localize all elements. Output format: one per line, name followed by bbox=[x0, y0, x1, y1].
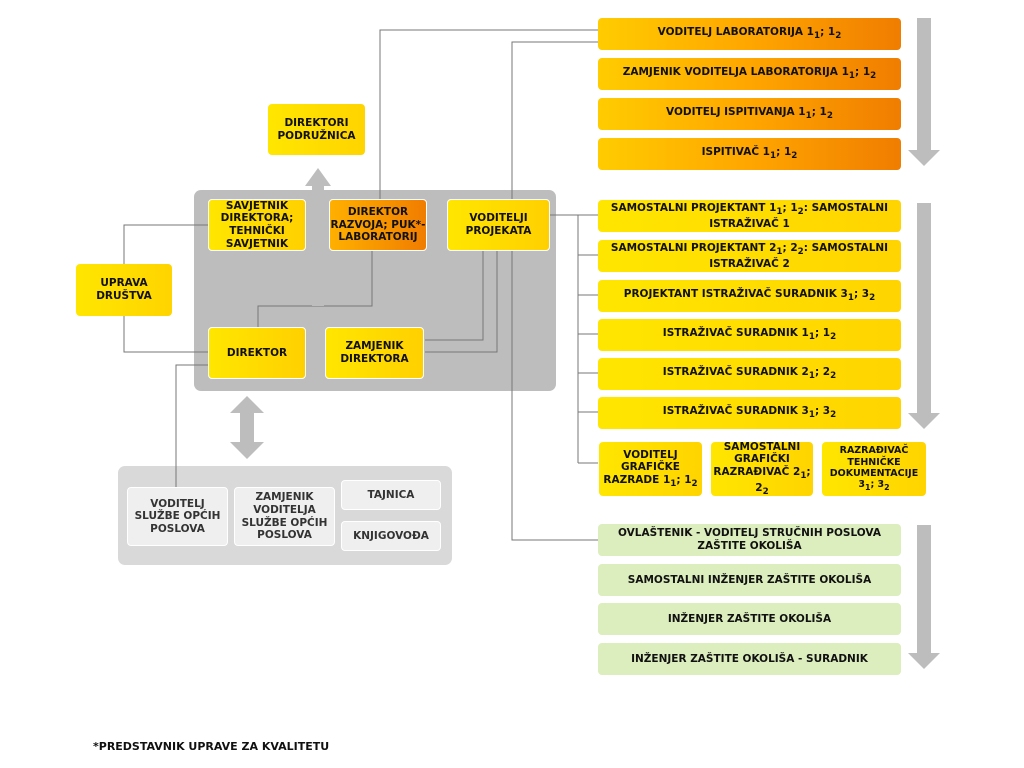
env-role-row: INŽENJER ZAŠTITE OKOLIŠA bbox=[598, 603, 901, 635]
project-role-mid: ; 1 bbox=[814, 327, 831, 340]
subscript: 1 bbox=[776, 247, 783, 257]
env-role-row: INŽENJER ZAŠTITE OKOLIŠA - SURADNIK bbox=[598, 643, 901, 675]
graphic-role-line: RAZRADE 1 bbox=[603, 473, 671, 486]
project-role-mid: ; 3 bbox=[853, 288, 870, 301]
lab-role-mid: ; 1 bbox=[855, 66, 871, 79]
lab-role-mid: ; 1 bbox=[820, 26, 836, 39]
project-role-mid: ; 2 bbox=[782, 241, 798, 254]
voditelji-projekata-box: VODITELJI PROJEKATA bbox=[447, 199, 550, 251]
graphic-role-mid: ; 3 bbox=[870, 479, 885, 491]
graphic-role-line: SAMOSTALNI bbox=[723, 440, 801, 453]
direktor-box: DIREKTOR bbox=[208, 327, 306, 379]
project-role-tail: : SAMOSTALNI ISTRAŽIVAČ 2 bbox=[709, 241, 889, 270]
subscript: 1 bbox=[808, 410, 815, 421]
subscript: 2 bbox=[762, 486, 769, 497]
subscript: 2 bbox=[797, 247, 804, 257]
lab-role-row: ISPITIVAČ 11; 12 bbox=[598, 138, 901, 170]
subscript: 1 bbox=[808, 332, 815, 343]
direktori-podruznica-box: DIREKTORI PODRUŽNICA bbox=[268, 104, 365, 155]
lab-role-text: VODITELJ LABORATORIJA 1 bbox=[657, 26, 814, 39]
subscript: 2 bbox=[835, 31, 842, 42]
subscript: 2 bbox=[826, 111, 833, 122]
subscript: 1 bbox=[776, 207, 783, 217]
subscript: 1 bbox=[847, 293, 854, 304]
subscript: 1 bbox=[670, 478, 677, 489]
zamjenik-voditelja-sluzbe-box: ZAMJENIK VODITELJA SLUŽBE OPĆIH POSLOVA bbox=[234, 487, 335, 546]
graphic-role-line: VODITELJ bbox=[623, 448, 678, 461]
uprava-drustva-box: UPRAVA DRUŠTVA bbox=[76, 264, 172, 316]
graphic-role-mid: ; 2 bbox=[755, 466, 811, 494]
lab-role-text: VODITELJ ISPITIVANJA 1 bbox=[666, 106, 806, 119]
graphic-role-line: DOKUMENTACIJE 3 bbox=[829, 468, 919, 491]
graphic-role-line: RAZRAĐIVAČ bbox=[839, 445, 909, 457]
project-role-text: SAMOSTALNI PROJEKTANT 2 bbox=[610, 241, 777, 254]
subscript: 2 bbox=[830, 410, 837, 421]
graphic-role-line: GRAFIČKI bbox=[734, 453, 790, 466]
project-role-text: ISTRAŽIVAČ SURADNIK 1 bbox=[662, 327, 809, 340]
lab-role-mid: ; 1 bbox=[776, 146, 792, 159]
subscript: 2 bbox=[884, 483, 890, 493]
project-role-row: ISTRAŽIVAČ SURADNIK 21; 22 bbox=[598, 358, 901, 390]
project-role-row: PROJEKTANT ISTRAŽIVAČ SURADNIK 31; 32 bbox=[598, 280, 901, 312]
project-role-row: SAMOSTALNI PROJEKTANT 21; 22: SAMOSTALNI… bbox=[598, 240, 901, 272]
direktor-razvoja-box: DIREKTOR RAZVOJA; PUK*- LABORATORIJ bbox=[329, 199, 427, 251]
graphic-role-line: RAZRAĐIVAČ 2 bbox=[713, 466, 801, 478]
project-role-row: SAMOSTALNI PROJEKTANT 11; 12: SAMOSTALNI… bbox=[598, 200, 901, 232]
subscript: 1 bbox=[864, 483, 871, 493]
subscript: 1 bbox=[813, 31, 821, 42]
env-role-row: SAMOSTALNI INŽENJER ZAŠTITE OKOLIŠA bbox=[598, 564, 901, 596]
subscript: 1 bbox=[848, 71, 855, 82]
lab-role-text: ISPITIVAČ 1 bbox=[701, 146, 770, 159]
subscript: 2 bbox=[830, 332, 837, 343]
project-role-tail: : SAMOSTALNI ISTRAŽIVAČ 1 bbox=[709, 201, 889, 230]
subscript: 1 bbox=[805, 111, 812, 122]
lab-role-row: VODITELJ ISPITIVANJA 11; 12 bbox=[598, 98, 901, 130]
subscript: 2 bbox=[870, 71, 877, 82]
lab-role-mid: ; 1 bbox=[811, 106, 827, 119]
project-role-text: ISTRAŽIVAČ SURADNIK 2 bbox=[662, 366, 809, 379]
project-role-text: ISTRAŽIVAČ SURADNIK 3 bbox=[662, 405, 809, 418]
project-role-mid: ; 1 bbox=[782, 201, 798, 214]
lab-role-text: ZAMJENIK VODITELJA LABORATORIJA 1 bbox=[622, 66, 849, 79]
subscript: 2 bbox=[797, 207, 804, 217]
voditelj-sluzbe-box: VODITELJ SLUŽBE OPĆIH POSLOVA bbox=[127, 487, 228, 546]
lab-role-row: VODITELJ LABORATORIJA 11; 12 bbox=[598, 18, 901, 50]
graphic-role-line: GRAFIČKE bbox=[621, 461, 680, 474]
footnote: *PREDSTAVNIK UPRAVE ZA KVALITETU bbox=[93, 740, 330, 753]
savjetnik-box: SAVJETNIK DIREKTORA; TEHNIČKI SAVJETNIK bbox=[208, 199, 306, 251]
project-role-text: PROJEKTANT ISTRAŽIVAČ SURADNIK 3 bbox=[623, 288, 848, 301]
subscript: 1 bbox=[800, 471, 807, 482]
lab-role-row: ZAMJENIK VODITELJA LABORATORIJA 11; 12 bbox=[598, 58, 901, 90]
project-role-text: SAMOSTALNI PROJEKTANT 1 bbox=[610, 201, 777, 214]
knjigovoda-box: KNJIGOVOĐA bbox=[341, 521, 441, 551]
graphic-role-mid: ; 1 bbox=[676, 473, 692, 486]
project-role-mid: ; 3 bbox=[814, 405, 831, 418]
subscript: 2 bbox=[869, 293, 876, 304]
project-role-row: ISTRAŽIVAČ SURADNIK 11; 12 bbox=[598, 319, 901, 351]
graphic-role-line: TEHNIČKE bbox=[847, 456, 901, 468]
zamjenik-direktora-box: ZAMJENIK DIREKTORA bbox=[325, 327, 424, 379]
env-role-row: OVLAŠTENIK - VODITELJ STRUČNIH POSLOVA Z… bbox=[598, 524, 901, 556]
subscript: 2 bbox=[791, 151, 798, 162]
subscript: 1 bbox=[770, 151, 777, 162]
subscript: 2 bbox=[691, 478, 698, 489]
subscript: 2 bbox=[830, 371, 837, 382]
tajnica-box: TAJNICA bbox=[341, 480, 441, 510]
subscript: 1 bbox=[808, 371, 815, 382]
project-role-mid: ; 2 bbox=[814, 366, 831, 379]
project-role-row: ISTRAŽIVAČ SURADNIK 31; 32 bbox=[598, 397, 901, 429]
